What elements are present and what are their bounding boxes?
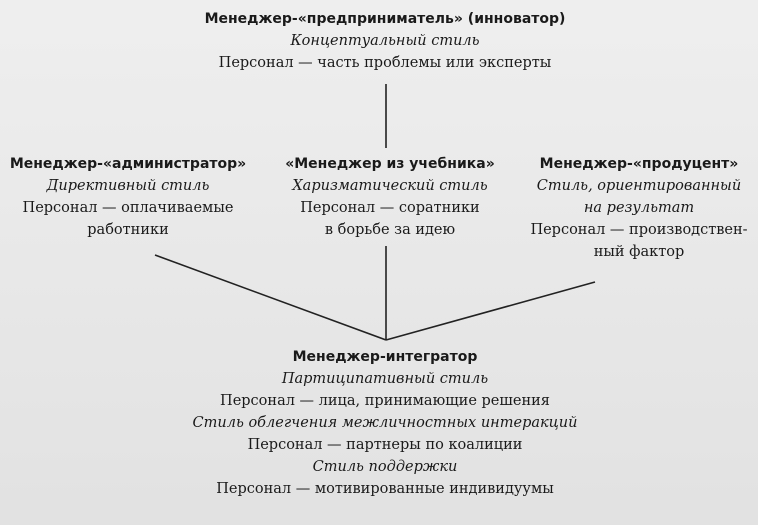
node-administrator-style: Директивный стиль — [46, 178, 210, 194]
node-textbook-manager: «Менеджер из учебника» Харизматический с… — [270, 153, 510, 241]
node-integrator-staff-2: Персонал — партнеры по коалиции — [247, 437, 523, 453]
node-entrepreneur-title: Менеджер-«предприниматель» (инноватор) — [204, 11, 566, 27]
node-administrator-staff-line-2: работники — [87, 222, 169, 238]
node-entrepreneur-staff: Персонал — часть проблемы или эксперты — [218, 55, 552, 71]
node-entrepreneur: Менеджер-«предприниматель» (инноватор) К… — [200, 8, 570, 74]
node-integrator-title: Менеджер-интегратор — [292, 349, 478, 365]
node-producer-staff-line-2: ный фактор — [593, 244, 685, 260]
connector-right-bottom — [385, 281, 596, 341]
node-integrator-staff-1: Персонал — лица, принимающие решения — [220, 393, 550, 409]
node-producer-title: Менеджер-«продуцент» — [539, 156, 739, 172]
node-producer: Менеджер-«продуцент» Стиль, ориентирован… — [520, 153, 758, 263]
node-producer-staff-line-1: Персонал — производствен- — [530, 222, 748, 238]
node-integrator-staff-3: Персонал — мотивированные индивидуумы — [216, 481, 554, 497]
node-integrator-style-1: Партиципативный стиль — [281, 371, 489, 387]
node-administrator-staff-line-1: Персонал — оплачиваемые — [22, 200, 234, 216]
node-textbook-manager-staff-line-2: в борьбе за идею — [324, 222, 456, 238]
node-textbook-manager-staff-line-1: Персонал — соратники — [300, 200, 480, 216]
node-textbook-manager-title: «Менеджер из учебника» — [285, 156, 495, 172]
node-entrepreneur-style: Концептуальный стиль — [290, 33, 480, 49]
node-integrator: Менеджер-интегратор Партиципативный стил… — [170, 346, 600, 500]
node-textbook-manager-style: Харизматический стиль — [292, 178, 488, 194]
node-producer-style-line-2: на результат — [583, 200, 695, 216]
node-integrator-style-2: Стиль облегчения межличностных интеракци… — [192, 415, 578, 431]
connector-left-bottom — [154, 254, 387, 341]
node-administrator: Менеджер-«администратор» Директивный сти… — [0, 153, 256, 241]
node-producer-style-line-1: Стиль, ориентированный — [536, 178, 742, 194]
node-integrator-style-3: Стиль поддержки — [312, 459, 458, 475]
node-administrator-title: Менеджер-«администратор» — [9, 156, 247, 172]
